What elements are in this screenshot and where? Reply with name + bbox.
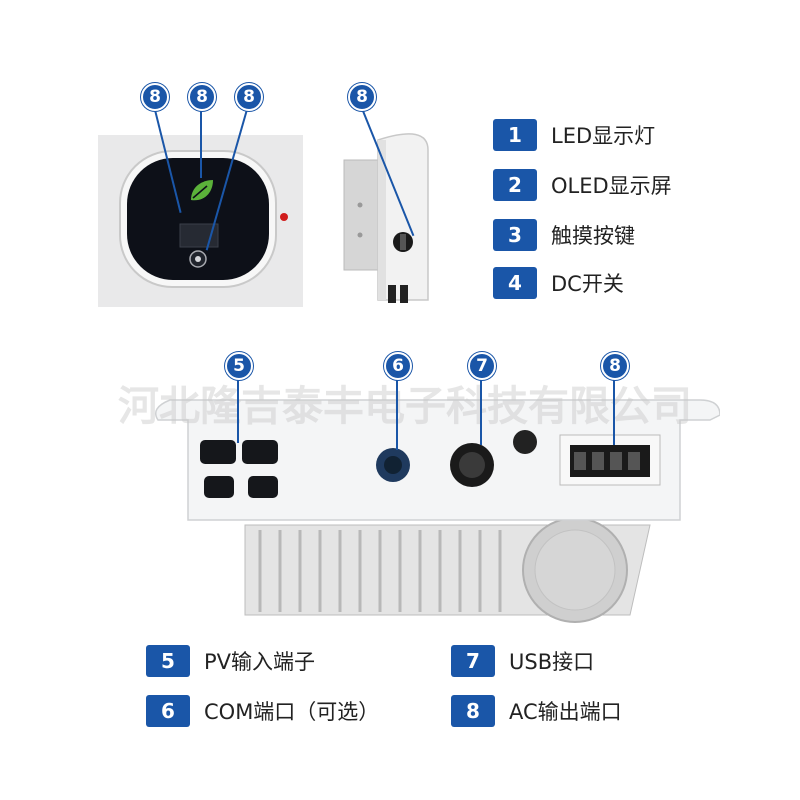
legend-item-4: 4 DC开关 [493,266,624,300]
legend-item-3: 3 触摸按键 [493,218,635,252]
legend-number: 8 [451,695,495,727]
legend-label: COM端口（可选） [204,700,380,724]
legend-item-1: 1 LED显示灯 [493,118,655,152]
callout-front-button: 8 [235,83,263,111]
legend-number: 1 [493,119,537,151]
inverter-side-drawing [343,133,429,303]
legend-number: 3 [493,219,537,251]
legend-label: 触摸按键 [551,224,635,248]
legend-number: 2 [493,169,537,201]
legend-number: 6 [146,695,190,727]
inverter-front-drawing [119,150,288,288]
legend-label: OLED显示屏 [551,174,672,198]
inverter-bottom-drawing [155,399,721,623]
callout-bottom-com: 6 [384,352,412,380]
legend-item-8: 8 AC输出端口 [451,694,622,728]
legend-label: DC开关 [551,272,624,296]
legend-number: 5 [146,645,190,677]
legend-label: PV输入端子 [204,650,316,674]
legend-number: 7 [451,645,495,677]
callout-front-led: 8 [141,83,169,111]
legend-item-7: 7 USB接口 [451,644,594,678]
legend-label: AC输出端口 [509,700,622,724]
leaf-logo-icon [191,180,213,201]
bottom-view-photo [150,390,721,625]
callout-bottom-ac: 8 [601,352,629,380]
pv-connectors [200,440,278,498]
legend-item-6: 6 COM端口（可选） [146,694,379,728]
legend-label: USB接口 [509,650,595,674]
callout-front-display: 8 [188,83,216,111]
legend-number: 4 [493,267,537,299]
callout-side-dc-switch: 8 [348,83,376,111]
legend-label: LED显示灯 [551,124,656,148]
legend-item-2: 2 OLED显示屏 [493,168,672,202]
side-view-photo [340,120,440,310]
front-black-panel [127,158,269,280]
callout-bottom-usb: 7 [468,352,496,380]
legend-item-5: 5 PV输入端子 [146,644,315,678]
callout-bottom-pv: 5 [225,352,253,380]
